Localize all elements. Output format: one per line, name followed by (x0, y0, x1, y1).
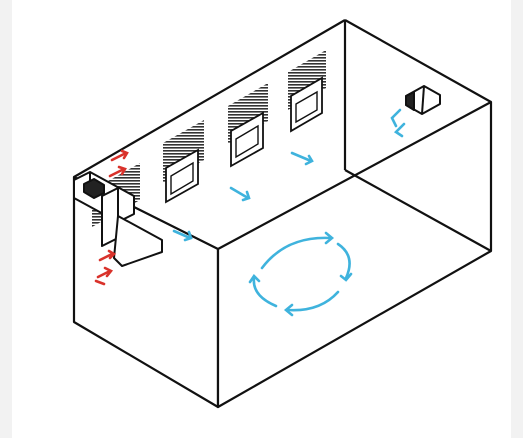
airflow-arrow-1 (231, 188, 248, 198)
room-outline (74, 20, 491, 407)
window-3 (288, 50, 326, 131)
ventilation-unit-icon (406, 86, 440, 114)
airflow-arrow-4 (392, 110, 400, 126)
window-2 (228, 83, 268, 166)
window-1 (163, 120, 204, 202)
